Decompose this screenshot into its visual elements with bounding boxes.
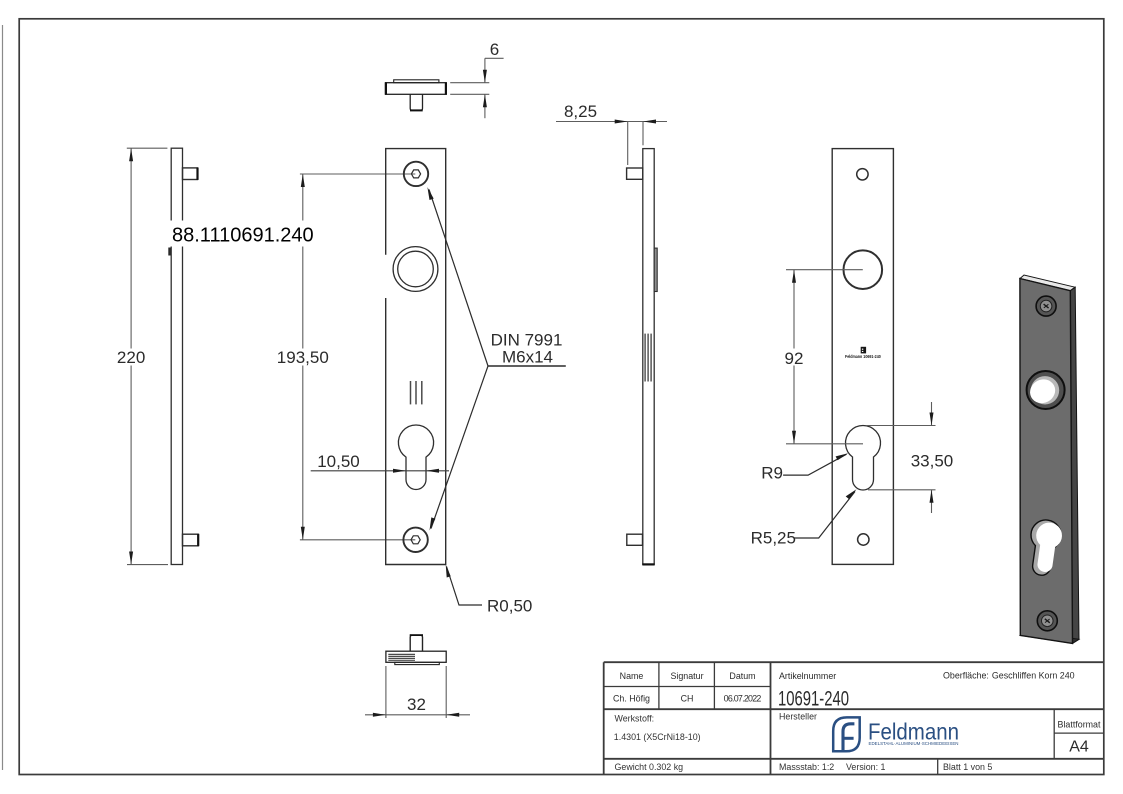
svg-text:DIN 7991: DIN 7991 bbox=[491, 331, 563, 350]
svg-text:CH: CH bbox=[681, 694, 694, 704]
svg-text:Datum: Datum bbox=[729, 671, 755, 681]
svg-text:Signatur: Signatur bbox=[670, 671, 703, 681]
svg-text:Version: 1: Version: 1 bbox=[846, 762, 886, 772]
svg-text:33,50: 33,50 bbox=[911, 452, 954, 471]
svg-text:Geschliffen Korn 240: Geschliffen Korn 240 bbox=[992, 671, 1075, 681]
svg-text:R5,25: R5,25 bbox=[751, 529, 796, 548]
svg-text:Feldmann: Feldmann bbox=[868, 719, 959, 745]
svg-text:10,50: 10,50 bbox=[317, 452, 360, 471]
svg-text:Blatt 1 von 5: Blatt 1 von 5 bbox=[943, 762, 992, 772]
svg-text:193,50: 193,50 bbox=[277, 348, 329, 367]
svg-text:R9: R9 bbox=[761, 464, 783, 483]
svg-text:Feldmann 10691-240: Feldmann 10691-240 bbox=[845, 354, 881, 359]
svg-text:A4: A4 bbox=[1069, 739, 1089, 756]
svg-text:32: 32 bbox=[407, 695, 426, 714]
svg-text:Massstab: 1:2: Massstab: 1:2 bbox=[779, 762, 834, 772]
svg-text:92: 92 bbox=[785, 349, 804, 368]
svg-text:Artikelnummer: Artikelnummer bbox=[779, 671, 836, 681]
svg-text:Ch. Höfig: Ch. Höfig bbox=[613, 694, 650, 704]
svg-text:Werkstoff:: Werkstoff: bbox=[615, 714, 655, 724]
svg-text:8,25: 8,25 bbox=[564, 102, 597, 121]
svg-text:1.4301 (X5CrNi18-10): 1.4301 (X5CrNi18-10) bbox=[614, 732, 701, 742]
svg-text:88.1110691.240: 88.1110691.240 bbox=[172, 225, 314, 247]
svg-text:6: 6 bbox=[490, 40, 499, 59]
svg-text:10691-240: 10691-240 bbox=[778, 688, 849, 711]
svg-text:M6x14: M6x14 bbox=[502, 348, 553, 367]
svg-text:Hersteller: Hersteller bbox=[779, 712, 817, 722]
svg-text:R0,50: R0,50 bbox=[487, 597, 532, 616]
svg-text:06.07.2022: 06.07.2022 bbox=[724, 694, 762, 704]
svg-text:Oberfläche:: Oberfläche: bbox=[943, 671, 989, 681]
svg-text:EDELSTAHL·ALUMINIUM·SCHMIEDEEI: EDELSTAHL·ALUMINIUM·SCHMIEDEEISEN bbox=[869, 741, 959, 747]
svg-text:Blattformat: Blattformat bbox=[1058, 720, 1101, 730]
svg-text:Name: Name bbox=[620, 671, 644, 681]
svg-text:Gewicht 0.302 kg: Gewicht 0.302 kg bbox=[615, 762, 684, 772]
svg-text:220: 220 bbox=[117, 348, 145, 367]
